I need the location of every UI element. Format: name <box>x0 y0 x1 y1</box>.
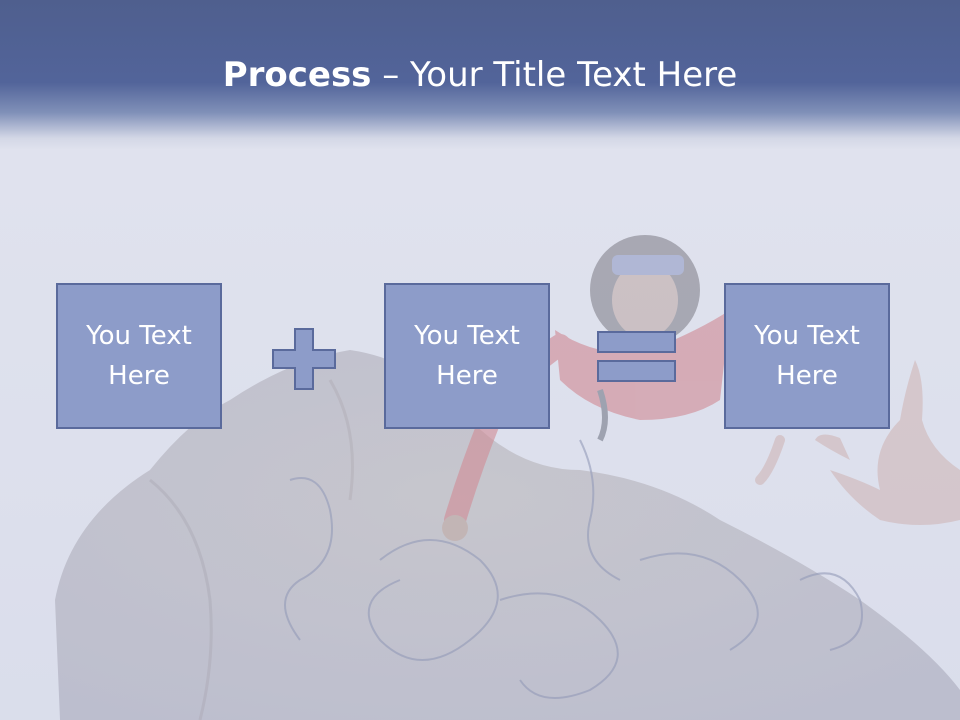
text-box-3-label: You Text Here <box>754 321 860 391</box>
text-box-2[interactable]: You Text Here <box>384 283 550 429</box>
text-box-1[interactable]: You Text Here <box>56 283 222 429</box>
title-band <box>0 0 960 150</box>
slide-title: Process – Your Title Text Here <box>0 52 960 98</box>
text-box-1-label: You Text Here <box>86 321 192 391</box>
title-rest: – Your Title Text Here <box>371 55 738 95</box>
text-box-2-label: You Text Here <box>414 321 520 391</box>
text-box-3[interactable]: You Text Here <box>724 283 890 429</box>
plus-icon <box>272 328 336 390</box>
title-bold: Process <box>222 55 372 95</box>
equals-icon <box>597 331 676 382</box>
